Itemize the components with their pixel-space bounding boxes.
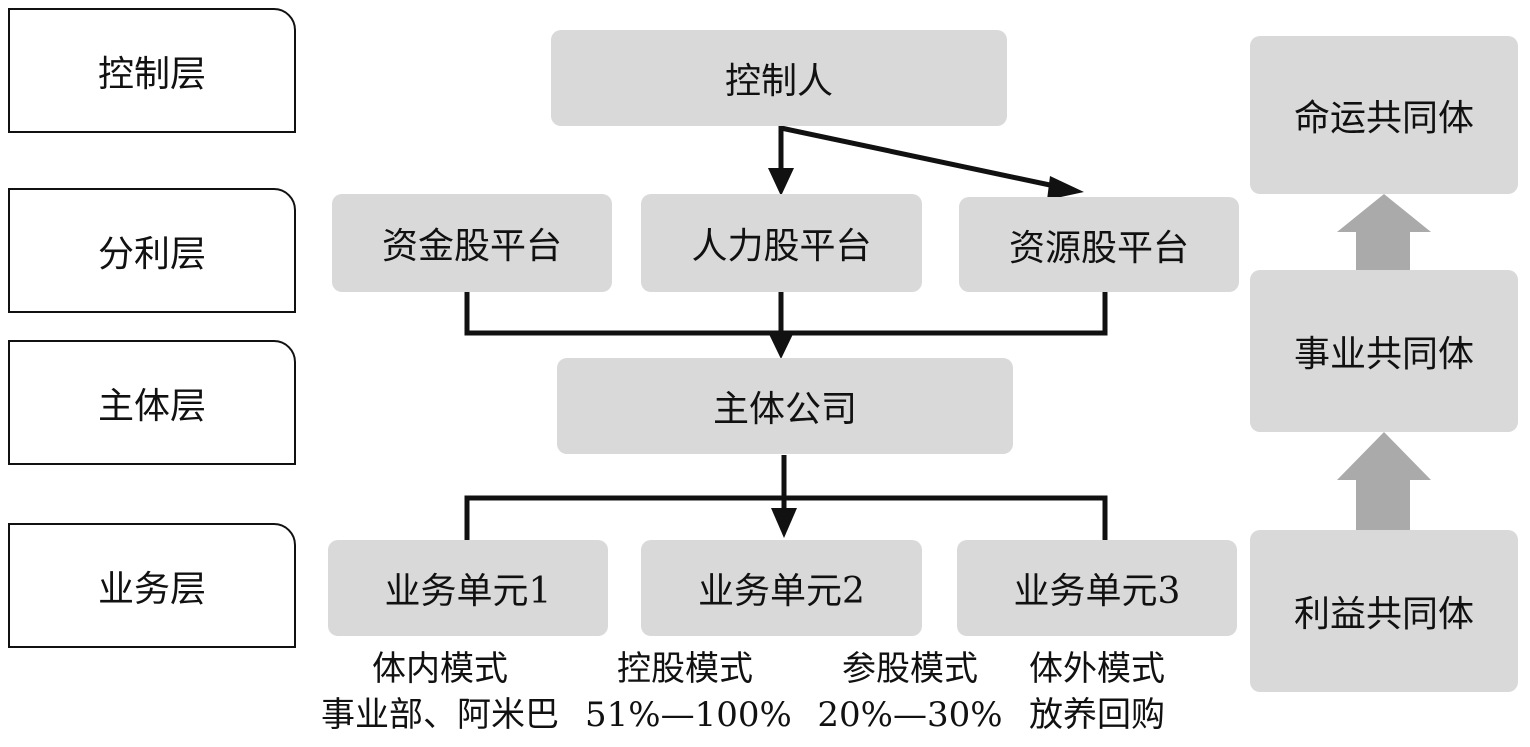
mode-detail: 20%—30%: [817, 695, 1003, 735]
layer-control: 控制层: [8, 8, 296, 133]
mode-note: 参股模式 20%—30%: [812, 646, 1008, 738]
arrowhead: [768, 332, 794, 359]
arrowhead: [771, 508, 797, 538]
unit-connector: [464, 495, 1108, 540]
layer-business: 业务层: [8, 523, 296, 648]
unit-2: 业务单元2: [641, 540, 922, 636]
mode-note: 控股模式 51%—100%: [585, 646, 792, 738]
layer-entity: 主体层: [8, 340, 296, 465]
community-interest: 利益共同体: [1250, 530, 1518, 692]
community-destiny: 命运共同体: [1250, 36, 1518, 194]
community-label: 利益共同体: [1293, 594, 1474, 635]
platform-capital: 资金股平台: [332, 194, 612, 292]
mode-name: 控股模式: [617, 649, 753, 689]
layer-label: 分利层: [97, 233, 206, 275]
up-arrow-icon: [1337, 194, 1431, 270]
unit-label: 业务单元3: [1013, 571, 1181, 612]
mode-detail: 事业部、阿米巴: [321, 695, 559, 735]
platform-label: 资金股平台: [381, 226, 562, 267]
unit-1: 业务单元1: [328, 540, 608, 636]
community-label: 命运共同体: [1293, 98, 1474, 139]
arrow-controller-to-resource: [780, 125, 1065, 191]
layer-label: 业务层: [97, 568, 206, 610]
community-label: 事业共同体: [1293, 334, 1474, 375]
unit-3: 业务单元3: [957, 540, 1237, 636]
unit-label: 业务单元2: [698, 571, 865, 612]
platform-label: 人力股平台: [691, 226, 872, 267]
arrowhead: [768, 168, 794, 196]
mode-name: 体外模式: [1029, 649, 1165, 689]
arrowhead: [1047, 176, 1084, 200]
up-arrow-icon: [1337, 432, 1431, 530]
entity-box: 主体公司: [557, 358, 1013, 454]
platform-label: 资源股平台: [1008, 227, 1189, 269]
mode-name: 体内模式: [372, 649, 508, 689]
layer-profit: 分利层: [8, 188, 296, 313]
mode-note: 体内模式 事业部、阿米巴: [305, 646, 575, 738]
layer-label: 控制层: [97, 53, 206, 95]
entity-label: 主体公司: [712, 389, 857, 430]
platform-human: 人力股平台: [641, 194, 922, 292]
mode-detail: 放养回购: [1029, 695, 1165, 735]
controller-label: 控制人: [724, 61, 833, 102]
platform-connector: [464, 292, 1108, 336]
mode-note: 体外模式 放养回购: [1012, 646, 1182, 738]
platform-resource: 资源股平台: [959, 197, 1239, 292]
controller-box: 控制人: [551, 30, 1007, 126]
mode-name: 参股模式: [842, 649, 978, 689]
mode-detail: 51%—100%: [585, 695, 792, 735]
unit-label: 业务单元1: [384, 571, 552, 612]
community-career: 事业共同体: [1250, 270, 1518, 432]
layer-label: 主体层: [97, 385, 206, 427]
